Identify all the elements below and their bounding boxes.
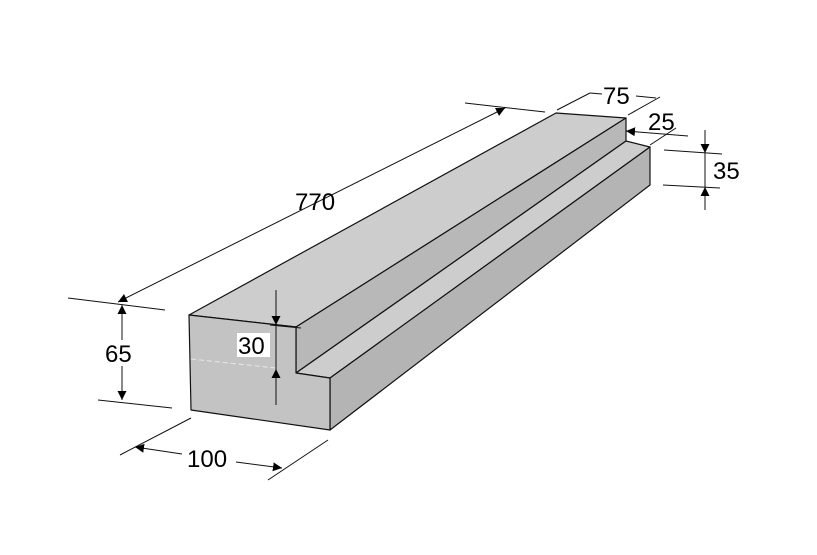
front-face (188, 314, 331, 431)
dim-770-label: 770 (295, 189, 335, 216)
dim-35-ext-2 (662, 184, 721, 189)
dim-75-ext-2 (627, 96, 661, 116)
joint-line (190, 358, 277, 369)
dim-35-ext-1 (663, 149, 723, 155)
dim-75-ext-1 (556, 92, 591, 111)
dim-25-label: 25 (648, 109, 675, 136)
dim-30-ext-1 (269, 324, 302, 329)
dim-65-label-bg (104, 340, 138, 366)
dim-100-arrow-right (235, 461, 283, 472)
dim-25-ext (649, 127, 677, 146)
dim-25-line (625, 127, 689, 137)
dim-100-label: 100 (187, 446, 227, 473)
dim-75-line-b (635, 95, 657, 99)
dim-65-label: 65 (105, 341, 132, 368)
dim-30-label: 30 (238, 333, 265, 360)
dim-100-arrow-left (134, 443, 183, 455)
dim-75-label: 75 (603, 83, 630, 110)
dim-770-line (117, 107, 506, 303)
dim-770-ext-2 (464, 102, 546, 113)
dim-75-line-a (589, 92, 603, 95)
dim-65-ext-2 (97, 399, 173, 409)
dim-100-ext-2 (267, 439, 329, 481)
dim-30-label-bg (237, 333, 270, 357)
dim-35-label: 35 (713, 158, 740, 185)
dim-100-ext-1 (119, 417, 192, 456)
dim-770-ext-1 (67, 297, 166, 311)
